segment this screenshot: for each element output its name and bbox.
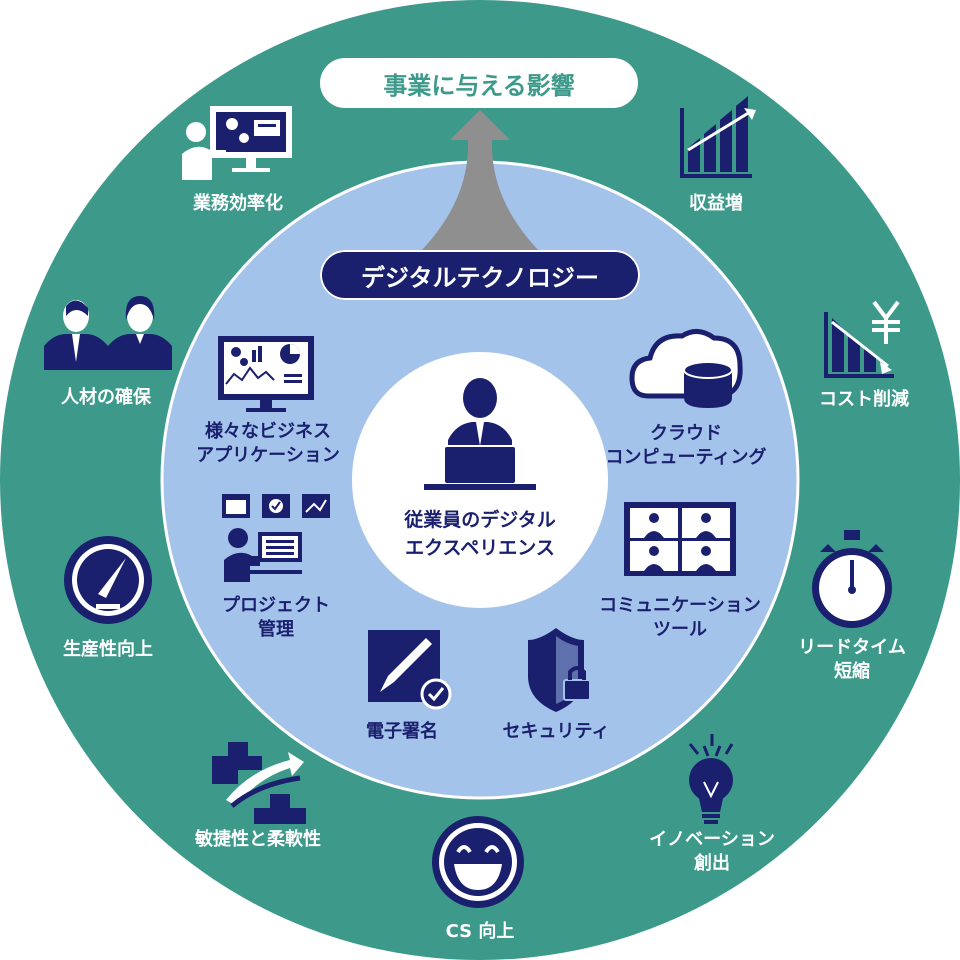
business-impact-label: 事業に与える影響 [383,71,575,100]
outer-item-label: イノベーション [649,829,775,850]
arrows-blocks-icon [212,742,306,824]
inner-item-label: プロジェクト [222,595,330,616]
inner-item-communication: コミュニケーション ツール [599,594,761,642]
digital-technology-banner: デジタルテクノロジー [320,250,640,300]
inner-item-label-line2: 管理 [258,619,294,640]
cloud-database-icon [629,329,743,408]
outer-item-label: 業務効率化 [193,193,283,214]
outer-item-label: コスト削減 [819,389,909,410]
business-impact-banner: 事業に与える影響 [320,58,638,108]
outer-item-label: 敏捷性と柔軟性 [195,829,321,850]
center-label-line2: エクスペリエンス [405,537,555,559]
video-conference-icon [624,502,736,576]
inner-item-label: 様々なビジネス [204,421,331,442]
outer-item-lead-time: リードタイム 短縮 [798,636,906,684]
worker-dashboard-icon [182,106,292,180]
inner-item-label: コミュニケーション [599,595,761,616]
inner-item-e-signature: 電子署名 [366,720,438,744]
outer-item-efficiency: 業務効率化 [193,192,283,216]
inner-item-label: セキュリティ [502,721,610,742]
outer-item-productivity: 生産性向上 [63,638,153,662]
stopwatch-icon [812,530,892,628]
impact-arrow [420,110,540,252]
outer-item-label-line2: 短縮 [833,661,870,682]
outer-item-label: CS 向上 [445,921,515,942]
center-label: 従業員のデジタル エクスペリエンス [404,506,556,562]
outer-item-innovation: イノベーション 創出 [649,828,775,876]
inner-item-cloud: クラウド コンピューティング [606,422,767,470]
inner-item-label-line2: コンピューティング [605,447,767,468]
shield-lock-icon [528,628,591,712]
lightbulb-icon [688,734,734,824]
outer-item-talent: 人材の確保 [61,386,151,410]
employee-at-laptop-icon [424,378,536,490]
digital-technology-label: デジタルテクノロジー [360,263,600,292]
center-label-line1: 従業員のデジタル [404,509,556,531]
outer-item-label-line2: 創出 [693,853,730,874]
outer-item-cs: CS 向上 [446,920,515,944]
project-management-icon [222,494,330,582]
yen-down-chart-icon [824,300,900,378]
e-signature-icon [368,630,452,710]
inner-item-project: プロジェクト 管理 [222,594,330,642]
growth-chart-icon [680,96,756,178]
inner-item-label-line2: ツール [652,619,707,640]
people-icon [44,296,172,370]
outer-item-cost-reduction: コスト削減 [819,388,909,412]
inner-item-security: セキュリティ [503,720,610,744]
outer-item-agility: 敏捷性と柔軟性 [195,828,321,852]
outer-item-label: 人材の確保 [61,387,151,408]
smiley-icon [432,816,524,908]
speedometer-icon [64,536,152,624]
inner-item-business-apps: 様々なビジネス アプリケーション [196,420,340,468]
outer-item-revenue: 収益増 [689,192,743,216]
inner-item-label-line2: アプリケーション [196,445,340,466]
outer-item-label: リードタイム [798,637,906,658]
inner-item-label: 電子署名 [366,721,438,742]
outer-item-label: 収益増 [689,193,743,214]
monitor-apps-icon [218,336,314,412]
outer-item-label: 生産性向上 [63,639,153,660]
inner-item-label: クラウド [649,423,722,444]
